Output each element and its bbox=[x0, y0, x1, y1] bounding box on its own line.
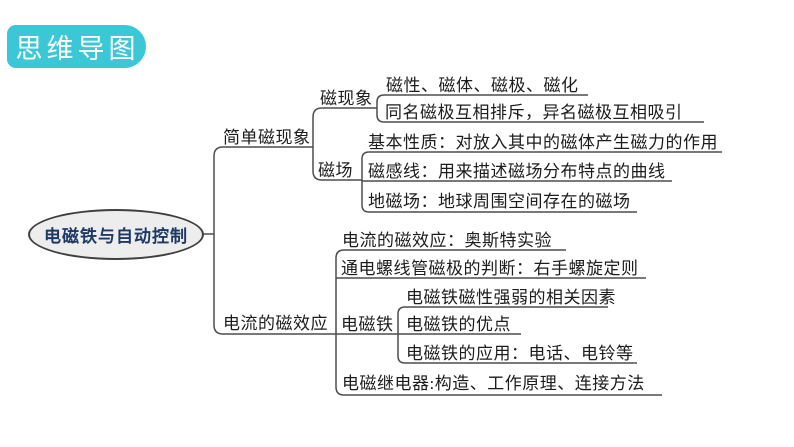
leaf-right-hand-rule: 通电螺线管磁极的判断：右手螺旋定则 bbox=[341, 259, 639, 278]
spine-connector bbox=[213, 146, 336, 335]
leaf-geomagnetic-field: 地磁场：地球周围空间存在的磁场 bbox=[368, 192, 631, 211]
electromagnet-bracket bbox=[397, 306, 637, 364]
branch-current-magnetic-effect-label: 电流的磁效应 bbox=[223, 314, 328, 333]
branch2-bracket bbox=[335, 249, 662, 396]
leaf-oersted-experiment: 电流的磁效应：奥斯特实验 bbox=[342, 231, 552, 250]
leaf-electromagnet-applications: 电磁铁的应用：电话、电铃等 bbox=[406, 344, 634, 363]
root-node-label: 电磁铁与自动控制 bbox=[44, 227, 188, 246]
magnetic-phenomena-bracket bbox=[376, 94, 704, 123]
leaf-electromagnet-advantages: 电磁铁的优点 bbox=[406, 315, 511, 334]
node-magnetic-field-label: 磁场 bbox=[318, 161, 353, 180]
magnetic-field-bracket bbox=[361, 151, 722, 213]
leaf-electromagnetic-relay: 电磁继电器:构造、工作原理、连接方法 bbox=[342, 374, 645, 393]
node-magnetic-phenomena-label: 磁现象 bbox=[320, 89, 373, 108]
leaf-pole-interaction: 同名磁极互相排斥，异名磁极互相吸引 bbox=[385, 103, 683, 122]
branch-simple-magnetic-label: 简单磁现象 bbox=[223, 128, 311, 147]
leaf-basic-property: 基本性质：对放入其中的磁体产生磁力的作用 bbox=[368, 133, 718, 152]
leaf-field-lines: 磁感线：用来描述磁场分布特点的曲线 bbox=[368, 162, 666, 181]
node-electromagnet-label: 电磁铁 bbox=[341, 315, 394, 334]
leaf-electromagnet-strength-factors: 电磁铁磁性强弱的相关因素 bbox=[406, 288, 616, 307]
branch1-bracket bbox=[312, 107, 377, 181]
root-node: 电磁铁与自动控制 bbox=[28, 209, 204, 260]
mindmap-badge: 思维导图 bbox=[7, 25, 146, 68]
mindmap-badge-label: 思维导图 bbox=[15, 34, 140, 64]
leaf-magnetism-terms: 磁性、磁体、磁极、磁化 bbox=[386, 76, 579, 95]
